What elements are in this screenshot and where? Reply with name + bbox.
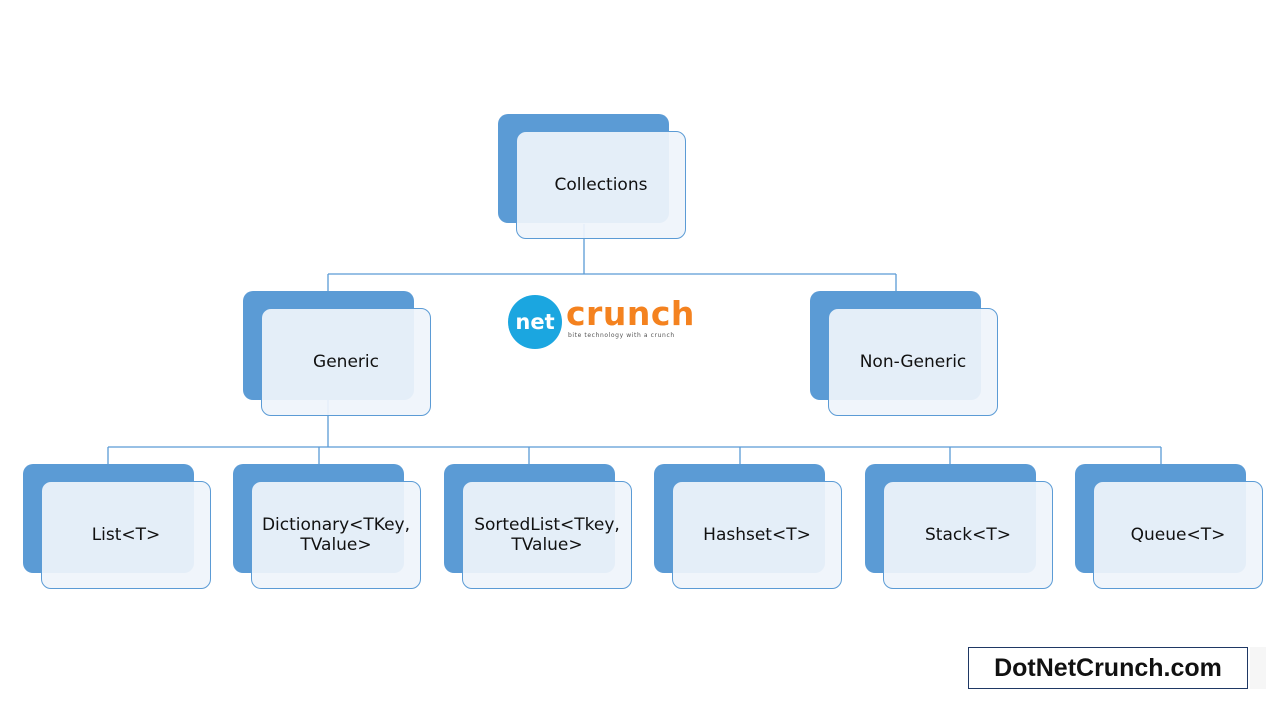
logo-circle: net bbox=[508, 295, 562, 349]
node-dictionary: Dictionary<TKey, TValue> bbox=[233, 464, 423, 591]
node-front: Hashset<T> bbox=[672, 481, 842, 589]
logo-word: crunch bbox=[566, 294, 695, 333]
node-label: Queue<T> bbox=[1130, 525, 1226, 545]
watermark-text: DotNetCrunch.com bbox=[994, 653, 1222, 682]
logo-circle-text: net bbox=[515, 310, 555, 334]
node-sortedlist: SortedList<Tkey, TValue> bbox=[444, 464, 634, 591]
node-label: List<T> bbox=[91, 525, 161, 545]
node-front: SortedList<Tkey, TValue> bbox=[462, 481, 632, 589]
node-front: Collections bbox=[516, 131, 686, 239]
node-hashset: Hashset<T> bbox=[654, 464, 844, 591]
node-front: Queue<T> bbox=[1093, 481, 1263, 589]
node-front: Dictionary<TKey, TValue> bbox=[251, 481, 421, 589]
node-label: Dictionary<TKey, TValue> bbox=[261, 515, 411, 555]
site-watermark: DotNetCrunch.com bbox=[968, 647, 1248, 689]
node-label: Stack<T> bbox=[925, 525, 1011, 545]
node-label: Generic bbox=[313, 352, 379, 372]
node-stack: Stack<T> bbox=[865, 464, 1055, 591]
node-front: Non-Generic bbox=[828, 308, 998, 416]
node-label: Hashset<T> bbox=[703, 525, 811, 545]
node-label: Collections bbox=[554, 175, 648, 195]
node-front: Generic bbox=[261, 308, 431, 416]
netcrunch-logo: net crunch bite technology with a crunch bbox=[508, 294, 694, 350]
node-front: List<T> bbox=[41, 481, 211, 589]
node-collections: Collections bbox=[498, 114, 688, 241]
node-label: SortedList<Tkey, TValue> bbox=[474, 515, 620, 555]
watermark-shadow bbox=[1250, 647, 1266, 689]
node-non-generic: Non-Generic bbox=[810, 291, 1000, 418]
logo-tagline: bite technology with a crunch bbox=[568, 332, 675, 339]
node-generic: Generic bbox=[243, 291, 433, 418]
node-queue: Queue<T> bbox=[1075, 464, 1265, 591]
node-front: Stack<T> bbox=[883, 481, 1053, 589]
node-label: Non-Generic bbox=[859, 352, 967, 372]
node-list: List<T> bbox=[23, 464, 213, 591]
